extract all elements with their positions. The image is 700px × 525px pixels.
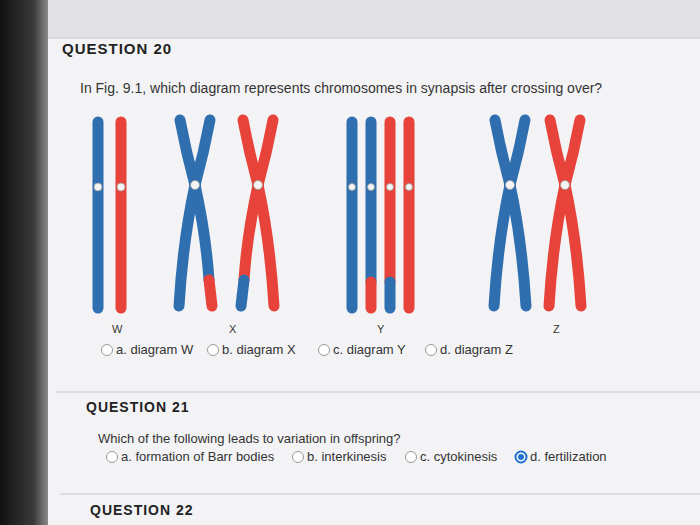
screen-edge [0, 0, 48, 525]
divider [60, 494, 700, 495]
answer-option: d. diagram Z [440, 342, 513, 357]
figure-letter: Y [377, 323, 384, 335]
divider [55, 392, 700, 393]
answer-option: b. diagram X [222, 342, 296, 357]
centromeres [94, 181, 570, 192]
question-text: In Fig. 9.1, which diagram represents ch… [80, 80, 602, 96]
radio-selected-dot [518, 454, 524, 460]
top-band [0, 0, 700, 38]
answer-option: a. formation of Barr bodies [121, 449, 274, 464]
answer-option: b. interkinesis [307, 449, 386, 464]
figure-letter: Z [553, 323, 560, 335]
question-heading: QUESTION 22 [90, 502, 194, 518]
figure-letter: X [229, 323, 236, 335]
answer-option: c. diagram Y [333, 342, 406, 357]
radio-selected [516, 452, 527, 463]
divider [48, 38, 700, 39]
figure-letter: W [112, 323, 122, 335]
chromosomes [98, 120, 581, 308]
question-text: Which of the following leads to variatio… [98, 431, 401, 446]
answer-option: d. fertilization [530, 449, 607, 464]
answer-option: a. diagram W [116, 342, 193, 357]
question-heading: QUESTION 20 [62, 40, 172, 57]
answer-option: c. cytokinesis [420, 449, 497, 464]
question-heading: QUESTION 21 [86, 399, 190, 415]
